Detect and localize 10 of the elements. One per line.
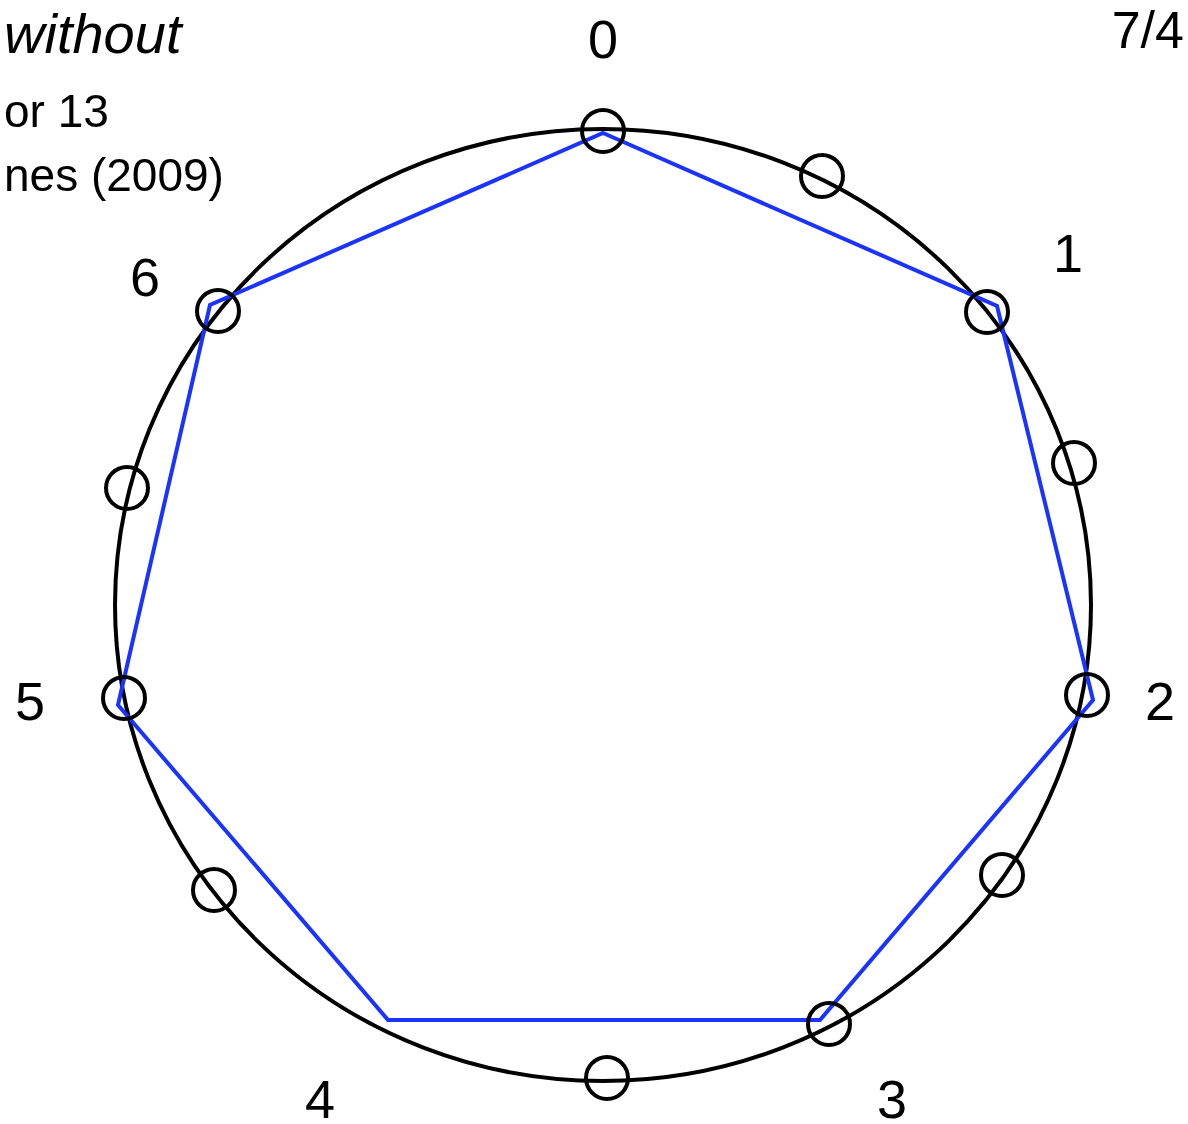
beat-number: 4 bbox=[305, 1072, 335, 1124]
beat-number: 3 bbox=[877, 1072, 907, 1124]
beat-number: 6 bbox=[130, 250, 160, 304]
beat-number: 2 bbox=[1145, 674, 1175, 728]
beat-number: 0 bbox=[588, 12, 618, 66]
beat-number: 1 bbox=[1053, 226, 1083, 280]
beat-number: 5 bbox=[15, 674, 45, 728]
subtitle-fragment: or 13 bbox=[4, 88, 109, 134]
time-signature: 7/4 bbox=[1111, 4, 1184, 56]
title-fragment: without bbox=[4, 6, 182, 62]
